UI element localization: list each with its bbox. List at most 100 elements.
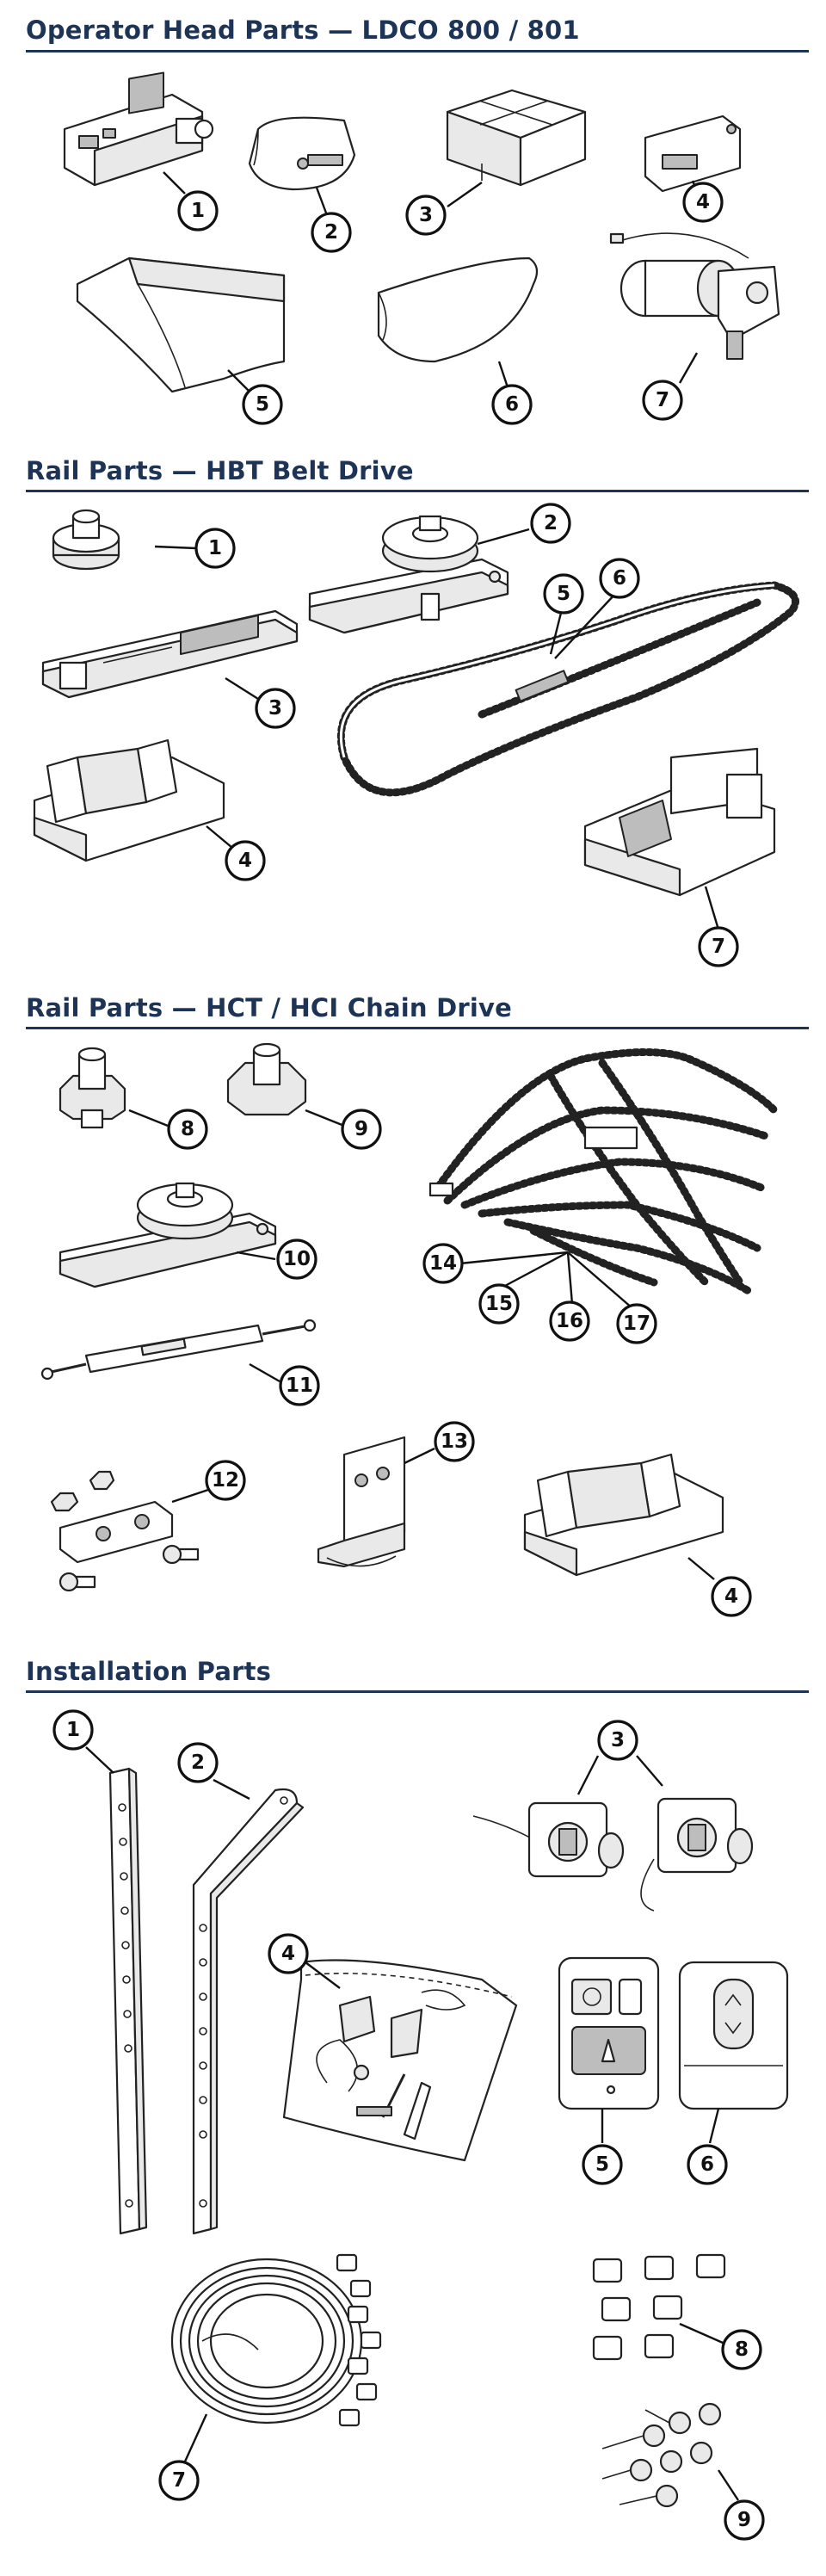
callout-11: 11 xyxy=(279,1365,320,1406)
callout-13: 13 xyxy=(434,1421,475,1462)
svg-text:9: 9 xyxy=(354,1118,368,1140)
motor-illustration xyxy=(609,232,780,360)
svg-text:12: 12 xyxy=(212,1469,239,1492)
callout-17: 17 xyxy=(616,1303,657,1344)
section-divider xyxy=(26,50,809,53)
callout-4: 4 xyxy=(711,1576,752,1617)
chassis-cover-illustration xyxy=(76,256,286,393)
drive-chain-illustration xyxy=(428,1048,779,1295)
svg-text:16: 16 xyxy=(556,1310,583,1332)
callout-6: 6 xyxy=(491,384,533,425)
svg-text:3: 3 xyxy=(419,204,433,226)
belt-trolley-illustration xyxy=(41,609,299,699)
chain-link-connector-illustration xyxy=(50,1470,200,1592)
section-title-installation: Installation Parts xyxy=(26,1657,272,1686)
svg-text:14: 14 xyxy=(429,1252,457,1275)
svg-text:7: 7 xyxy=(656,389,669,411)
section-divider xyxy=(26,1690,809,1693)
svg-text:10: 10 xyxy=(283,1248,311,1270)
svg-text:13: 13 xyxy=(441,1430,468,1453)
callout-14: 14 xyxy=(422,1243,464,1284)
svg-text:6: 6 xyxy=(505,393,519,416)
svg-text:1: 1 xyxy=(66,1719,80,1741)
callout-8: 8 xyxy=(167,1109,208,1150)
callout-2: 2 xyxy=(530,503,571,544)
svg-text:5: 5 xyxy=(595,2153,609,2176)
callout-9: 9 xyxy=(724,2499,765,2541)
callout-1: 1 xyxy=(177,190,219,232)
section-divider xyxy=(26,490,809,492)
callout-4: 4 xyxy=(268,1933,309,1974)
callout-9: 9 xyxy=(341,1109,382,1150)
belt-trolley-block-illustration xyxy=(583,747,776,897)
transformer-box-illustration xyxy=(446,89,587,187)
svg-text:8: 8 xyxy=(181,1118,194,1140)
section-title-chain-drive: Rail Parts — HCT / HCI Chain Drive xyxy=(26,993,512,1022)
svg-text:2: 2 xyxy=(544,512,558,534)
remote-transmitter-illustration xyxy=(678,1961,789,2110)
svg-text:15: 15 xyxy=(485,1293,513,1315)
svg-text:4: 4 xyxy=(696,191,710,213)
svg-text:6: 6 xyxy=(700,2153,714,2176)
callout-7: 7 xyxy=(642,380,683,421)
door-bracket-illustration xyxy=(317,1436,406,1568)
callout-4: 4 xyxy=(682,182,724,223)
bell-wire-spool-illustration xyxy=(170,2253,382,2427)
svg-text:4: 4 xyxy=(724,1585,738,1608)
callout-15: 15 xyxy=(478,1283,520,1325)
angled-hanging-bracket-illustration xyxy=(192,1788,305,2235)
svg-text:4: 4 xyxy=(238,849,252,872)
svg-text:17: 17 xyxy=(623,1313,650,1335)
callout-7: 7 xyxy=(158,2460,200,2501)
svg-text:5: 5 xyxy=(256,393,269,416)
callout-2: 2 xyxy=(311,212,352,253)
end-cover-illustration xyxy=(377,256,539,363)
callout-2: 2 xyxy=(177,1742,219,1783)
svg-text:4: 4 xyxy=(281,1943,295,1965)
svg-text:3: 3 xyxy=(611,1729,625,1751)
callout-3: 3 xyxy=(255,688,296,729)
svg-text:1: 1 xyxy=(191,200,205,222)
callout-1: 1 xyxy=(52,1709,94,1751)
chain-sprocket-9-illustration xyxy=(226,1042,307,1116)
svg-text:5: 5 xyxy=(557,583,570,605)
callout-5: 5 xyxy=(543,573,584,615)
callout-6: 6 xyxy=(599,558,640,599)
callout-12: 12 xyxy=(205,1460,246,1501)
straight-hanging-bracket-illustration xyxy=(108,1767,148,2235)
hardware-bag-illustration xyxy=(282,1959,518,2162)
svg-text:2: 2 xyxy=(191,1751,205,1774)
callout-16: 16 xyxy=(549,1300,590,1342)
wall-control-button-illustration xyxy=(558,1956,660,2110)
svg-text:7: 7 xyxy=(172,2469,186,2492)
callout-8: 8 xyxy=(721,2329,762,2370)
callout-5: 5 xyxy=(582,2144,623,2185)
svg-text:2: 2 xyxy=(324,221,338,244)
callout-7: 7 xyxy=(698,926,739,967)
safety-sensors-illustration xyxy=(472,1797,754,1912)
chain-idler-bracket-illustration xyxy=(59,1182,277,1288)
svg-text:8: 8 xyxy=(735,2338,749,2361)
callout-3: 3 xyxy=(405,195,447,236)
drive-sprocket-illustration xyxy=(52,509,120,571)
rail-bracket-chain-illustration xyxy=(523,1453,724,1577)
control-board-illustration xyxy=(63,71,214,187)
callout-10: 10 xyxy=(276,1239,317,1280)
svg-text:7: 7 xyxy=(712,936,725,958)
svg-text:9: 9 xyxy=(737,2509,751,2531)
rail-bracket-illustration xyxy=(33,738,225,862)
callout-5: 5 xyxy=(242,384,283,425)
insulated-staples-illustration xyxy=(592,2253,726,2361)
section-title-belt-drive: Rail Parts — HBT Belt Drive xyxy=(26,456,414,485)
section-title-operator-head: Operator Head Parts — LDCO 800 / 801 xyxy=(26,15,580,45)
svg-text:1: 1 xyxy=(208,537,222,559)
chain-sprocket-8-illustration xyxy=(59,1047,126,1129)
callout-6: 6 xyxy=(687,2144,728,2185)
section-divider xyxy=(26,1027,809,1029)
callout-4: 4 xyxy=(225,840,266,881)
drive-belt-illustration xyxy=(336,581,799,797)
sensor-board-illustration xyxy=(644,114,742,193)
light-lens-illustration xyxy=(248,116,356,191)
idler-pulley-bracket-illustration xyxy=(308,515,509,634)
